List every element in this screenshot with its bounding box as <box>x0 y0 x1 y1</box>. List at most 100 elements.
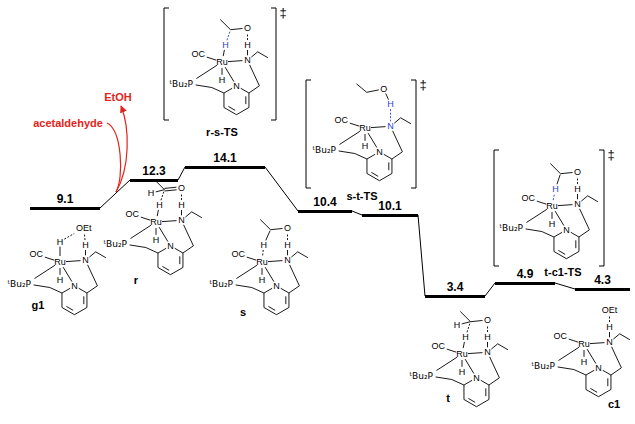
bond-line <box>249 86 259 93</box>
bond-line <box>357 84 367 93</box>
bond-line <box>580 209 590 230</box>
bond-line <box>162 266 169 270</box>
energy-value: 10.4 <box>298 195 352 210</box>
bond-line <box>384 154 392 159</box>
atom-label: Ru <box>150 218 162 227</box>
bond-line <box>158 248 166 253</box>
bond-line <box>366 159 367 173</box>
interaction-bond <box>64 233 74 239</box>
bond-line <box>247 257 257 260</box>
atom-label: Ru <box>456 350 468 359</box>
atom-label: Ru <box>54 258 66 267</box>
bond-line <box>447 349 457 352</box>
species-name: t-c1-TS <box>544 267 581 278</box>
bond-line <box>236 265 257 278</box>
ts-bracket <box>599 150 604 266</box>
bond-line <box>468 398 475 402</box>
energy-connector <box>555 283 575 289</box>
bond-line <box>62 307 74 314</box>
bond-line <box>281 288 289 293</box>
atom-label: N <box>233 81 240 90</box>
energy-connector <box>485 283 495 296</box>
atom-label: O <box>244 24 251 33</box>
bond-line <box>554 232 562 237</box>
bond-line <box>181 210 182 215</box>
bond-line <box>460 312 470 322</box>
bond-line <box>574 370 586 376</box>
bond-line <box>298 252 308 258</box>
atom-label: OC <box>231 250 245 259</box>
atom-label: H <box>459 367 466 376</box>
bond-line <box>179 256 180 264</box>
bond-line <box>490 357 500 378</box>
atom-label: H <box>156 201 163 210</box>
bond-line <box>196 65 217 78</box>
bond-line <box>141 217 151 220</box>
bond-line <box>561 172 573 173</box>
bond-line <box>222 68 223 75</box>
bond-line <box>612 347 622 368</box>
bond-line <box>251 52 257 57</box>
bond-line <box>266 231 270 241</box>
atom-label: Ru <box>216 58 228 67</box>
bond-line <box>276 307 288 314</box>
atom-label: N <box>273 281 280 290</box>
bond-line <box>61 293 62 307</box>
bond-line <box>581 196 587 201</box>
bond-line <box>462 360 463 367</box>
bond-line <box>258 52 268 58</box>
bond-line <box>367 173 379 180</box>
atom-label: N <box>82 256 89 265</box>
bond-line <box>586 370 594 375</box>
bond-line <box>579 230 589 237</box>
bond-line <box>264 288 272 293</box>
energy-connector <box>178 167 185 180</box>
bond-line <box>63 267 72 281</box>
bond-line <box>158 267 170 274</box>
bond-line <box>196 85 212 88</box>
bond-line <box>175 248 183 253</box>
bond-line <box>481 380 489 385</box>
bond-line <box>185 212 191 217</box>
species-name: s <box>240 307 246 318</box>
bond-line <box>388 162 389 170</box>
bond-line <box>245 96 246 104</box>
atom-label: H <box>222 41 229 50</box>
bond-line <box>465 359 474 373</box>
bond-line <box>289 286 299 293</box>
bond-line <box>355 154 367 160</box>
bond-line <box>365 134 366 141</box>
bond-line <box>241 88 249 93</box>
bond-line <box>156 228 157 235</box>
atom-label: Ru <box>578 340 590 349</box>
bond-line <box>487 342 488 347</box>
bond-line <box>463 342 464 348</box>
bond-line <box>262 268 263 275</box>
bond-line <box>60 247 61 256</box>
atom-label: N <box>167 241 174 250</box>
bond-line <box>558 204 573 206</box>
atom-label: OC <box>553 332 567 341</box>
energy-value: 3.4 <box>425 280 485 295</box>
reagent-label: acetaldehyde <box>33 118 103 129</box>
atom-label: N <box>71 281 78 290</box>
phosphine-label: ᵗBu₂P <box>103 240 127 249</box>
bond-line <box>558 367 574 370</box>
bond-line <box>164 187 176 188</box>
bond-line <box>554 251 566 258</box>
species-name: s-t-TS <box>346 191 377 202</box>
bond-line <box>393 131 403 152</box>
atom-label: N <box>595 363 602 372</box>
bond-line <box>367 154 375 159</box>
atom-label: H <box>552 185 559 194</box>
bond-line <box>225 67 234 81</box>
bond-line <box>130 245 146 248</box>
energy-level: 9.1 <box>30 192 100 210</box>
atom-label: H <box>153 235 160 244</box>
bond-line <box>192 212 202 218</box>
atom-label: OC <box>334 116 348 125</box>
atom-label: Ru <box>256 258 268 267</box>
ts-dagger: ‡ <box>279 6 286 19</box>
bond-line <box>223 93 224 107</box>
